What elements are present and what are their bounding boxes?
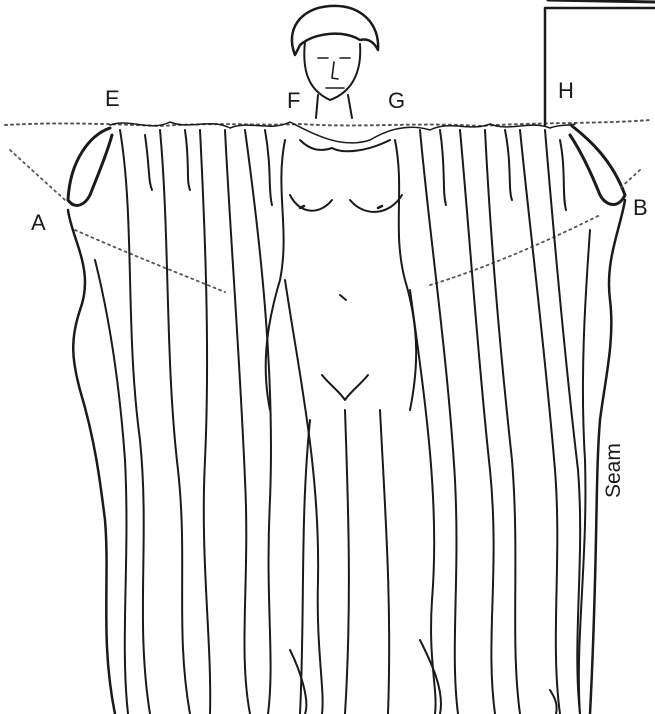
label-g: G	[388, 90, 405, 112]
right-shoulder-gather	[570, 126, 625, 204]
label-b: B	[633, 197, 648, 219]
label-f: F	[287, 90, 300, 112]
left-shoulder-gather	[68, 128, 112, 205]
label-a: A	[31, 212, 46, 234]
guide-line-a	[10, 150, 65, 200]
figure-head	[292, 6, 378, 118]
guide-line-diagonal-right	[430, 215, 600, 285]
guide-line-b	[618, 170, 640, 190]
figure-torso	[266, 140, 416, 410]
drapery-folds	[95, 130, 590, 714]
guide-line-diagonal-left	[75, 230, 225, 292]
neckline-cord	[5, 120, 650, 126]
label-e: E	[105, 88, 120, 110]
h-marker-frame	[545, 8, 655, 125]
top-right-scrawl	[548, 0, 655, 2]
label-seam: Seam	[602, 443, 626, 498]
label-h: H	[558, 80, 574, 102]
garment-left-edge	[68, 210, 115, 714]
